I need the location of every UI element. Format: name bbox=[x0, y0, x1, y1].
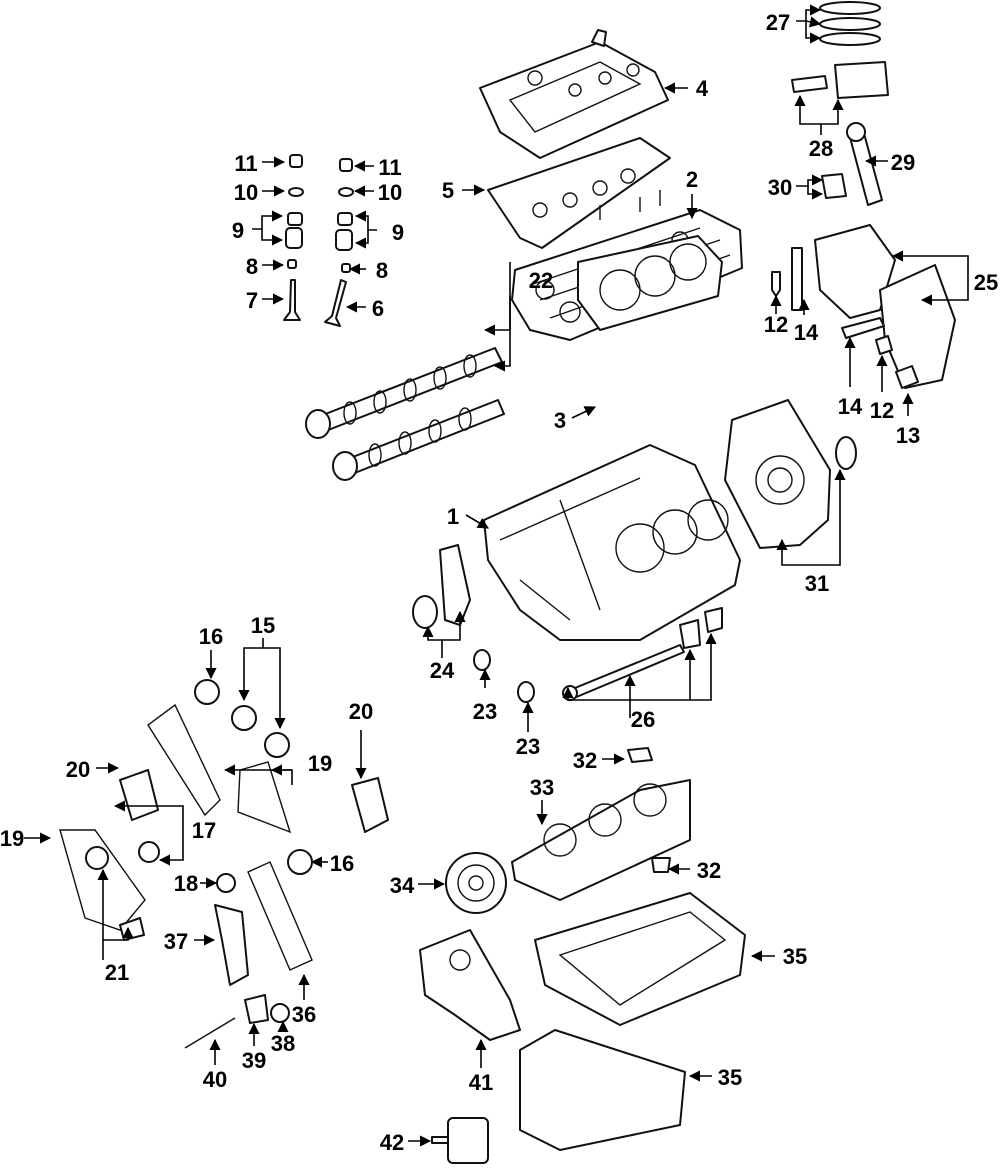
callout-30: 30 bbox=[768, 175, 792, 200]
callout-14-lower: 14 bbox=[838, 394, 863, 419]
callout-10-left: 10 bbox=[234, 180, 258, 205]
callout-16-lower: 16 bbox=[330, 851, 354, 876]
callout-5: 5 bbox=[442, 178, 454, 203]
sensor-parts bbox=[771, 247, 919, 389]
valvetrain-parts bbox=[283, 154, 354, 327]
belt-drive-parts bbox=[59, 679, 389, 1049]
valve-cover-gasket-part bbox=[487, 137, 671, 249]
callout-8-left: 8 bbox=[246, 254, 258, 279]
callout-27: 27 bbox=[766, 10, 790, 35]
callout-40: 40 bbox=[203, 1067, 227, 1092]
oil-pans-part bbox=[519, 892, 746, 1151]
leader-lines bbox=[24, 4, 969, 1147]
callout-16-upper: 16 bbox=[199, 624, 223, 649]
callout-9-right: 9 bbox=[392, 220, 404, 245]
callout-41: 41 bbox=[469, 1070, 493, 1095]
callout-15: 15 bbox=[251, 613, 275, 638]
timing-covers-part bbox=[814, 224, 956, 389]
crankshaft-part bbox=[511, 747, 691, 901]
callout-29: 29 bbox=[891, 150, 915, 175]
callout-19-right: 19 bbox=[308, 751, 332, 776]
callout-12-lower: 12 bbox=[870, 398, 894, 423]
callout-10-right: 10 bbox=[378, 180, 402, 205]
crank-pulley-part bbox=[445, 852, 507, 914]
callout-24: 24 bbox=[430, 658, 455, 683]
oil-filter-housing-part bbox=[419, 929, 521, 1041]
rear-cover-part bbox=[724, 399, 857, 549]
callout-11-left: 11 bbox=[234, 151, 257, 176]
callout-35-upper: 35 bbox=[783, 944, 807, 969]
callout-22: 22 bbox=[529, 268, 553, 293]
callout-36: 36 bbox=[292, 1002, 316, 1027]
callout-28: 28 bbox=[809, 136, 833, 161]
callout-7: 7 bbox=[246, 288, 258, 313]
callout-11-right: 11 bbox=[378, 155, 401, 180]
callout-31: 31 bbox=[805, 571, 829, 596]
callout-21: 21 bbox=[105, 960, 129, 985]
front-seal-part bbox=[412, 544, 535, 703]
callout-32-lower: 32 bbox=[697, 858, 721, 883]
callout-26: 26 bbox=[631, 707, 655, 732]
callout-25: 25 bbox=[974, 270, 998, 295]
callout-2: 2 bbox=[686, 167, 698, 192]
callout-39: 39 bbox=[242, 1048, 266, 1073]
callout-35-lower: 35 bbox=[718, 1065, 742, 1090]
callout-13: 13 bbox=[896, 423, 920, 448]
callout-20-left: 20 bbox=[66, 757, 90, 782]
callout-1: 1 bbox=[447, 504, 459, 529]
callout-8-right: 8 bbox=[376, 258, 388, 283]
head-gasket-part bbox=[577, 235, 723, 331]
engine-block-part bbox=[483, 444, 741, 641]
callout-38: 38 bbox=[271, 1031, 295, 1056]
callout-20-right: 20 bbox=[349, 699, 373, 724]
callout-32-upper: 32 bbox=[573, 748, 597, 773]
callout-34: 34 bbox=[390, 873, 415, 898]
oil-cooler-part bbox=[431, 1117, 489, 1164]
callout-17: 17 bbox=[192, 818, 216, 843]
callout-37: 37 bbox=[164, 929, 188, 954]
callout-14-upper: 14 bbox=[794, 320, 819, 345]
callout-9-left: 9 bbox=[232, 218, 244, 243]
callout-3: 3 bbox=[554, 408, 566, 433]
balance-shaft-part bbox=[562, 607, 723, 701]
callout-6: 6 bbox=[372, 296, 384, 321]
callout-33: 33 bbox=[530, 775, 554, 800]
camshafts-part bbox=[305, 347, 505, 481]
callout-19-left: 19 bbox=[0, 826, 24, 851]
callout-18: 18 bbox=[174, 871, 198, 896]
callout-42: 42 bbox=[380, 1130, 404, 1155]
callout-labels: 1 2 3 4 5 6 7 8 8 9 9 10 10 11 11 12 12 … bbox=[0, 10, 998, 1155]
callout-23-lower: 23 bbox=[516, 734, 540, 759]
callout-4: 4 bbox=[696, 76, 709, 101]
valve-cover-part bbox=[479, 29, 669, 159]
callout-12-upper: 12 bbox=[764, 312, 788, 337]
callout-23-upper: 23 bbox=[473, 699, 497, 724]
